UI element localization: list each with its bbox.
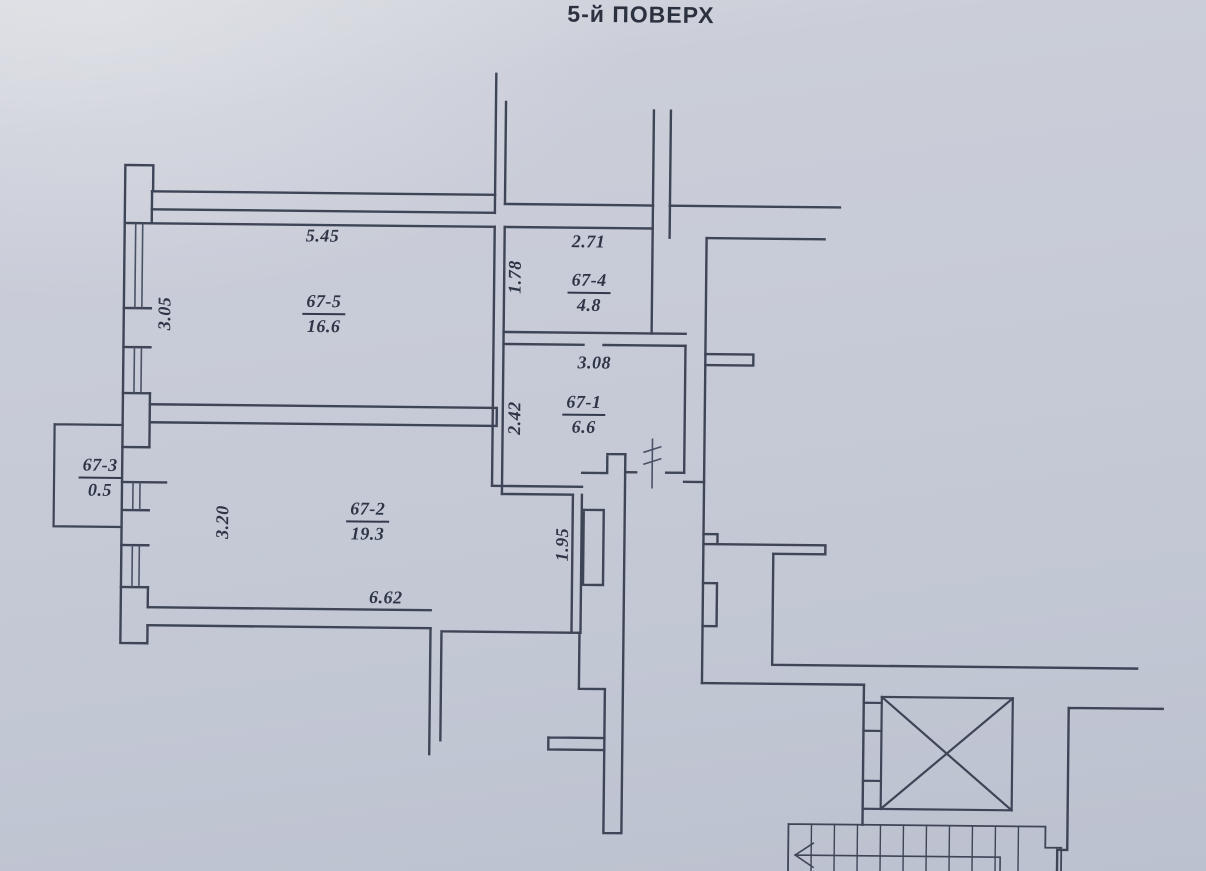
room-number: 67-1	[562, 391, 606, 416]
room-area: 4.8	[576, 294, 602, 315]
room-number: 67-3	[78, 454, 122, 479]
room-label-67-1: 67-1 6.6	[562, 391, 606, 438]
dim-room-67-5-height: 3.05	[154, 296, 175, 331]
dim-room-67-4-height: 1.78	[504, 260, 525, 294]
room-area: 0.5	[87, 479, 113, 500]
room-label-67-4: 67-4 4.8	[567, 269, 611, 316]
dim-room-67-2-width: 6.62	[368, 587, 403, 608]
room-label-67-2: 67-2 19.3	[346, 498, 390, 544]
dim-hall-length: 1.95	[551, 527, 573, 562]
balcony-outline	[52, 423, 124, 529]
dim-room-67-1-height: 2.42	[504, 401, 525, 435]
dim-room-67-5-width: 5.45	[305, 225, 340, 246]
page-title: 5-й ПОВЕРХ	[567, 0, 715, 29]
elevator-shaft-icon	[861, 695, 1015, 812]
dim-room-67-4-width: 2.71	[571, 231, 606, 252]
room-number: 67-5	[302, 290, 346, 315]
staircase-icon	[787, 823, 1063, 871]
room-label-67-3: 67-3 0.5	[78, 454, 122, 501]
room-label-67-5: 67-5 16.6	[302, 290, 346, 337]
dim-room-67-1-width: 3.08	[577, 352, 612, 373]
dim-room-67-2-height: 3.20	[211, 505, 233, 539]
walls-main	[119, 72, 1164, 871]
room-number: 67-4	[567, 269, 611, 294]
room-area: 6.6	[571, 416, 596, 437]
room-area: 16.6	[306, 315, 341, 336]
room-area: 19.3	[350, 523, 385, 544]
room-number: 67-2	[346, 498, 390, 523]
window-glazing	[131, 223, 144, 588]
entry-door-icon	[642, 438, 662, 489]
